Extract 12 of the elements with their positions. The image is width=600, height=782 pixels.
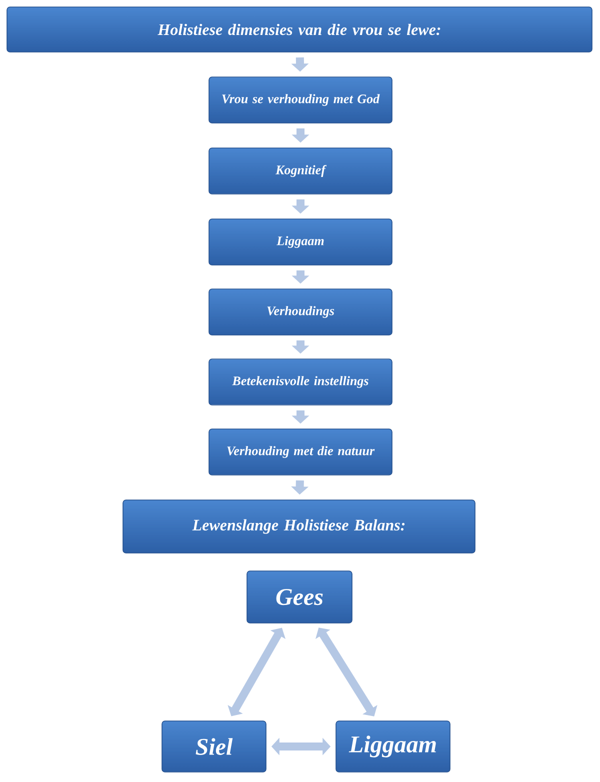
process-box: Betekenisvolle instellings bbox=[208, 358, 392, 406]
process-box: Holistiese dimensies van die vrou se lewe: bbox=[6, 6, 592, 52]
process-box: Liggaam bbox=[336, 720, 450, 772]
process-box: Siel bbox=[162, 720, 266, 772]
process-box: Verhoudings bbox=[208, 288, 392, 336]
process-box: Lewenslange Holistiese Balans: bbox=[122, 500, 476, 554]
process-box: Verhouding met die natuur bbox=[208, 428, 392, 476]
block-arrow bbox=[316, 628, 378, 716]
process-box: Kognitief bbox=[208, 148, 392, 194]
process-box: Gees bbox=[246, 570, 352, 624]
process-box: Vrou se verhouding met God bbox=[208, 76, 392, 124]
process-box: Liggaam bbox=[208, 218, 392, 266]
